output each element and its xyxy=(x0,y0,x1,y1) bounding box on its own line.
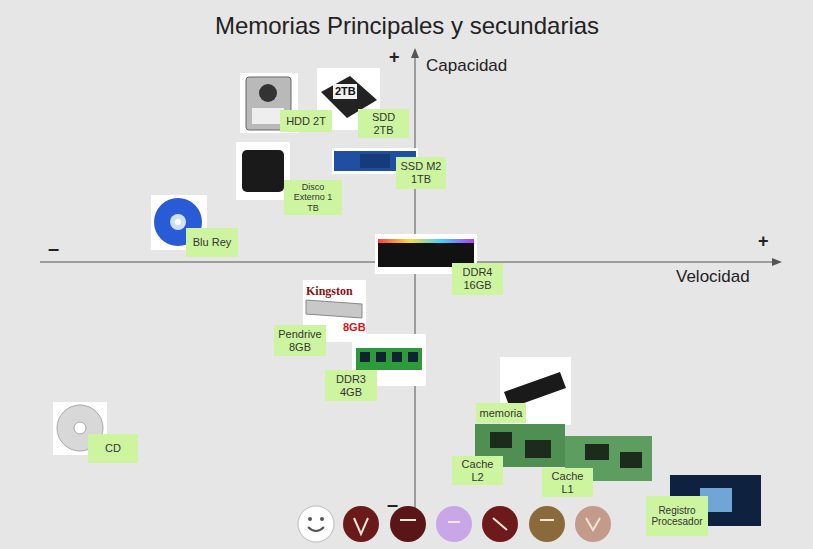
axis-arrowhead xyxy=(411,48,419,58)
product-marking: 2TB xyxy=(335,86,356,97)
note-text: memoria xyxy=(480,407,523,420)
note-text: DDR4 16GB xyxy=(455,266,500,291)
ddr3-chip xyxy=(408,352,418,362)
cache-chip xyxy=(620,452,642,468)
note-text: Registro Procesador xyxy=(649,505,705,528)
sticky-note: DDR4 16GB xyxy=(452,263,503,295)
m2-chip xyxy=(360,154,390,168)
pendrive-body xyxy=(306,300,362,318)
avatar-eye xyxy=(320,517,324,521)
product-marking: Kingston xyxy=(306,285,353,297)
bluray-hub xyxy=(170,214,186,230)
ddr3-chip xyxy=(376,352,386,362)
cache-chip xyxy=(490,432,512,448)
avatar xyxy=(298,506,334,542)
ddr3-chip xyxy=(392,352,402,362)
sticky-note: Blu Rey xyxy=(186,228,238,257)
sticky-note: Cache L2 xyxy=(452,456,503,485)
avatar xyxy=(575,506,611,542)
bluray-hole xyxy=(175,219,181,225)
axis-label: + xyxy=(389,48,400,66)
cache-chip xyxy=(585,444,609,460)
cd-hole xyxy=(74,422,86,434)
sticky-note: CD xyxy=(88,434,138,463)
cache-chip xyxy=(525,440,551,458)
sticky-note: SSD M2 1TB xyxy=(396,157,446,189)
sticky-note: Disco Externo 1 TB xyxy=(284,180,342,215)
capacity-axis xyxy=(415,52,416,512)
avatar-smile xyxy=(308,527,324,531)
title: Memorias Principales y secundarias xyxy=(215,14,599,38)
note-text: Cache L1 xyxy=(545,470,590,495)
axis-label: – xyxy=(48,238,59,258)
sticky-note: memoria xyxy=(476,403,526,423)
axis-label: Velocidad xyxy=(676,268,750,285)
axis-label: – xyxy=(387,494,398,514)
external-disk-body xyxy=(242,150,284,192)
avatar xyxy=(529,506,565,542)
note-text: SDD 2TB xyxy=(361,111,406,136)
avatar-face xyxy=(354,518,600,534)
note-text: DDR3 4GB xyxy=(328,373,374,398)
ddr3-module xyxy=(356,348,422,370)
sticky-note: DDR3 4GB xyxy=(325,370,377,401)
product-marking: 8GB xyxy=(343,322,366,333)
note-text: Disco Externo 1 TB xyxy=(287,182,339,213)
note-text: Blu Rey xyxy=(193,236,232,249)
sticky-note: Cache L1 xyxy=(542,468,593,497)
axis-label: + xyxy=(758,232,769,250)
sticky-note: HDD 2T xyxy=(280,110,332,132)
sticky-note: SDD 2TB xyxy=(358,109,409,138)
note-text: SSD M2 1TB xyxy=(399,160,443,185)
hdd-label xyxy=(259,84,277,102)
note-text: CD xyxy=(105,442,121,455)
ssd-sticker xyxy=(333,84,357,99)
note-text: HDD 2T xyxy=(286,115,326,128)
note-text: Cache L2 xyxy=(455,458,500,483)
sticky-note: Pendrive 8GB xyxy=(274,325,326,356)
ddr4-rgb xyxy=(378,239,474,243)
avatar xyxy=(343,506,379,542)
ddr3-chip xyxy=(360,352,370,362)
axis-arrowhead xyxy=(772,258,782,266)
avatar xyxy=(436,506,472,542)
external-disk-photo xyxy=(236,142,290,200)
avatar-eye xyxy=(308,517,312,521)
note-text: Pendrive 8GB xyxy=(277,328,323,353)
axis-label: Capacidad xyxy=(426,57,507,74)
sticky-note: Registro Procesador xyxy=(646,496,708,536)
